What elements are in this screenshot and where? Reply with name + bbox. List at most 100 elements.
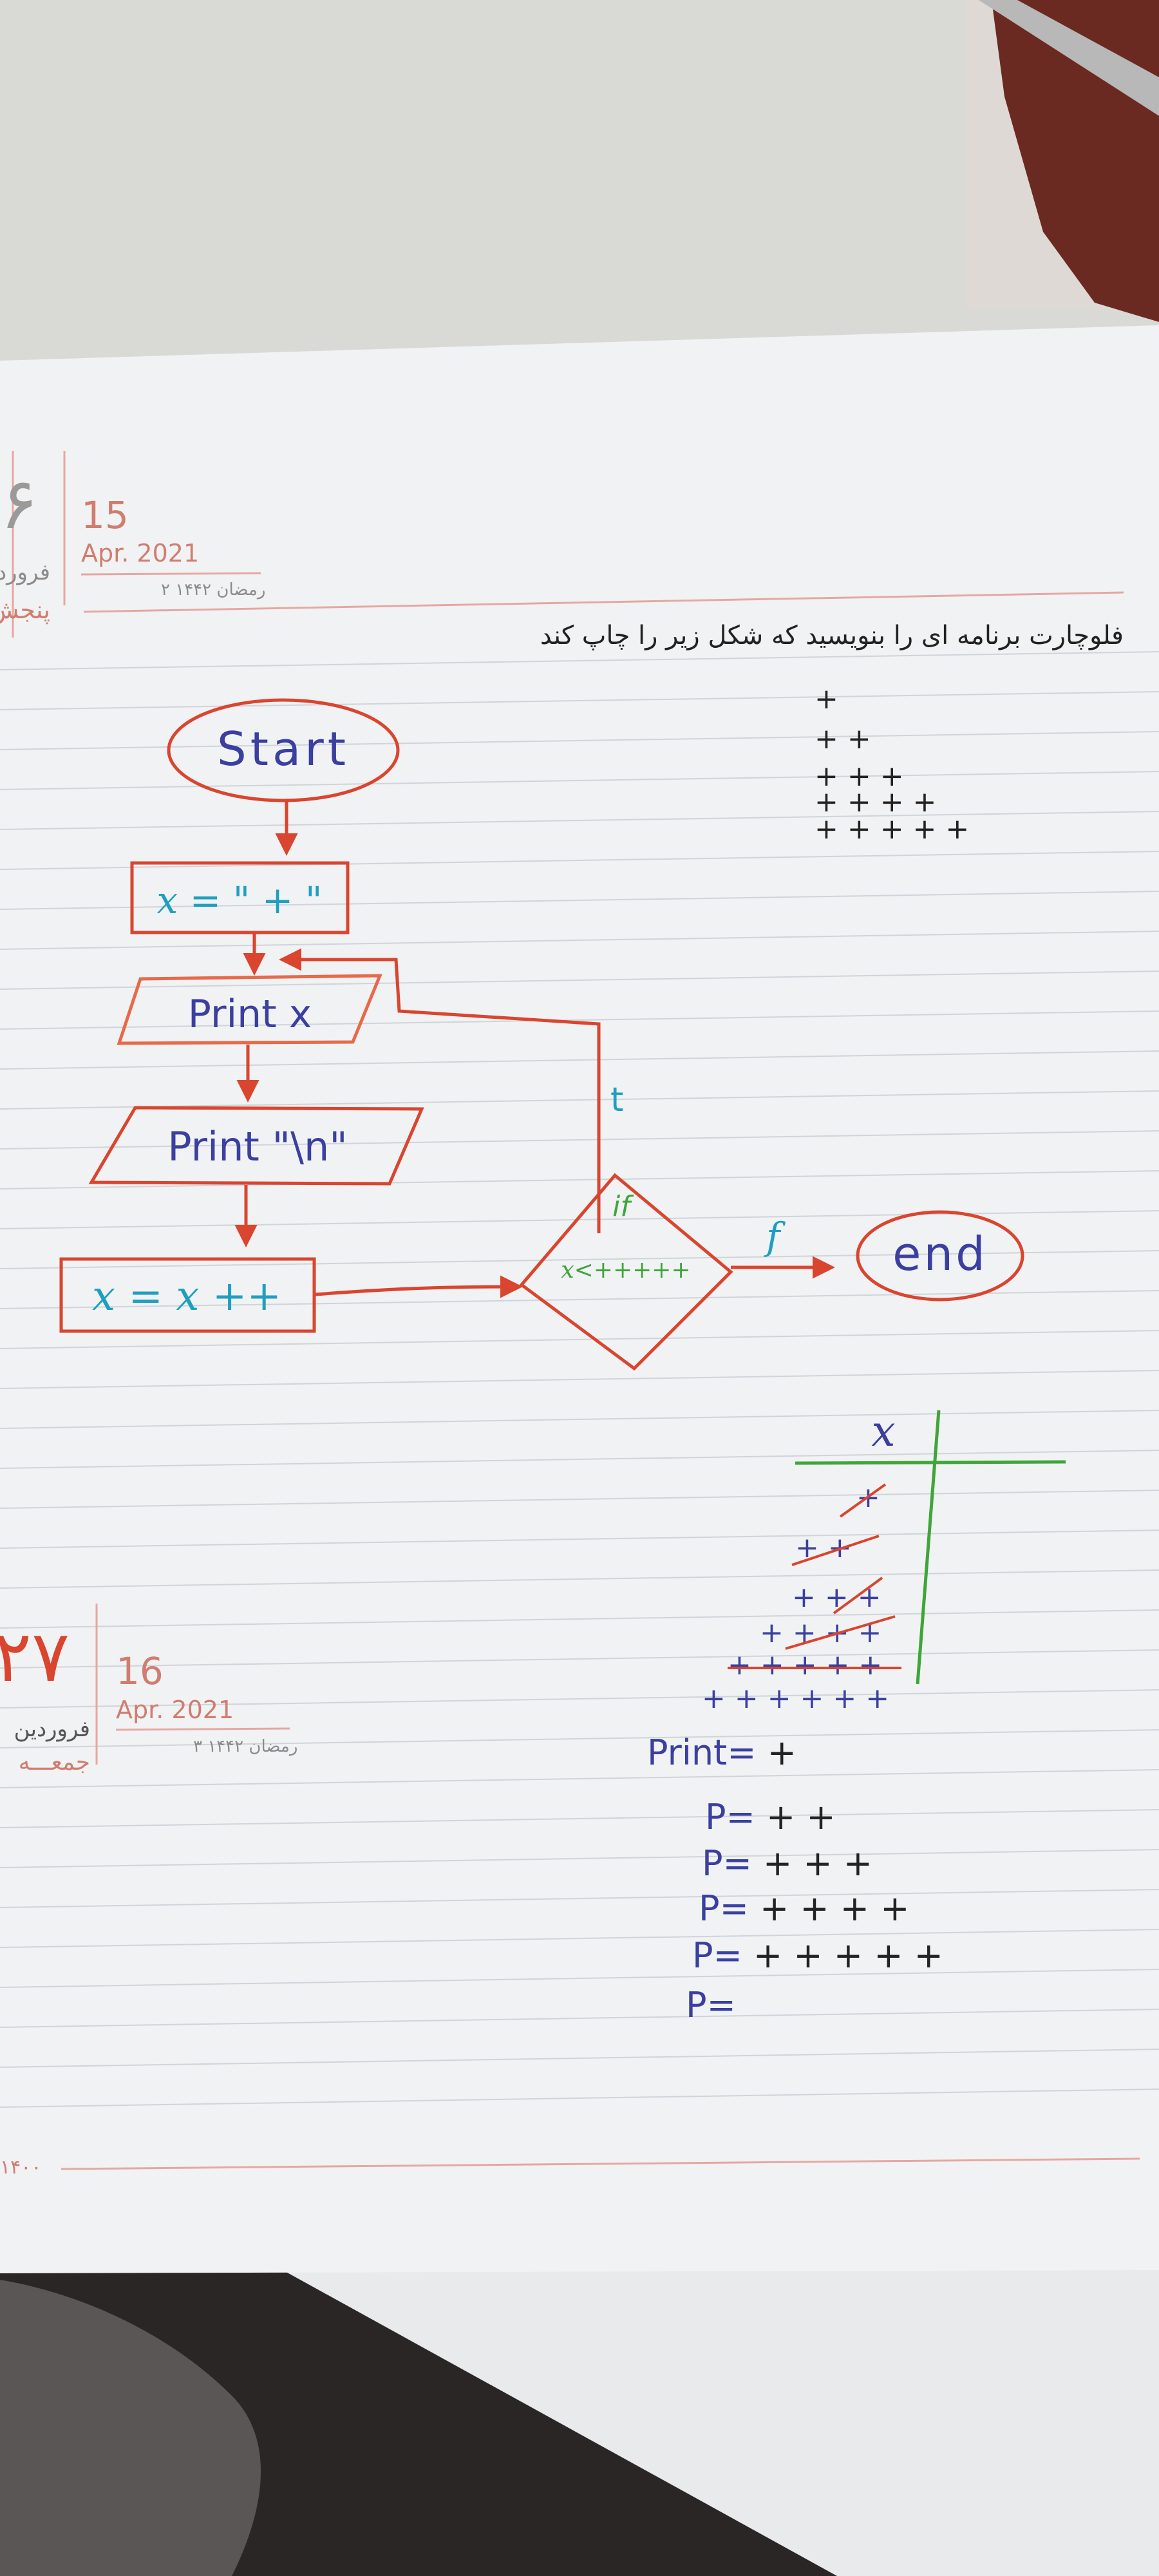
header-underline-2 — [115, 1727, 290, 1731]
ruled-line — [0, 1370, 1159, 1389]
weekday-fa-2: جمعـــه — [19, 1749, 90, 1776]
hijri-date-1: ۲ رمضان ۱۴۴۲ — [161, 580, 265, 600]
print-line: Print= + — [647, 1732, 796, 1773]
decision-diamond — [519, 1173, 733, 1371]
day-number-fa-1: ۶ — [0, 462, 38, 545]
ruled-line — [0, 1609, 1159, 1629]
ruled-line — [0, 1649, 1159, 1669]
trace-header: x — [871, 1406, 895, 1456]
loop-back-arrow — [279, 948, 601, 1233]
month-fa-2: فروردین — [14, 1716, 90, 1742]
trace-table-hline — [795, 1460, 1066, 1465]
ruled-line — [0, 851, 1159, 870]
true-branch-label: t — [610, 1081, 623, 1119]
end-label: end — [892, 1227, 988, 1281]
init-process — [130, 861, 350, 934]
ruled-line — [0, 1050, 1159, 1070]
header-rule-1 — [83, 591, 1124, 613]
decision-condition: x<+++++ — [561, 1257, 690, 1283]
footer-rule — [61, 2157, 1140, 2170]
metal-trim — [979, 0, 1159, 116]
day-number-fa-2: ۲۷ — [0, 1615, 70, 1698]
end-terminal — [856, 1210, 1024, 1302]
trace-rows: + + + + + + + + + + + + + + + + + + + + … — [702, 1481, 889, 1715]
ruled-line — [0, 1290, 1159, 1309]
ruled-lines — [0, 651, 1159, 2108]
arrow-increment-decision — [315, 1275, 523, 1298]
trace-row-6: + + + + + + — [702, 1682, 889, 1715]
print-outputs: Print= + P= + + P= + + + P= + + + + P= +… — [647, 1732, 943, 2025]
pattern-row-1: + — [815, 683, 838, 715]
trace-row-4: + + + + — [760, 1616, 881, 1649]
target-pattern: + + + + + + + + + + + + + + + — [815, 683, 969, 846]
ruled-line — [0, 1330, 1159, 1349]
output-row-2: P= + + + — [702, 1843, 872, 1884]
output-row-3: P= + + + + — [699, 1888, 909, 1929]
ruled-line — [0, 1170, 1159, 1189]
flowchart: Start x = " + " Print x Print "\n" x = x… — [59, 698, 1024, 1371]
trace-strikes — [728, 1483, 901, 1669]
trace-table: x + + + + + + + + + + + + + + + + + + + … — [702, 1406, 1066, 1715]
ruled-line — [0, 1929, 1159, 1948]
question-text: فلوچارت برنامه ای را بنویسید که شکل زیر … — [540, 621, 1124, 650]
print-x-io — [117, 974, 382, 1045]
ruled-line — [0, 1809, 1159, 1828]
month-label-1: Apr. 2021 — [81, 539, 199, 567]
year-footer: ۱۴۰۰ — [0, 2156, 41, 2179]
day-number-1: 15 — [81, 493, 129, 537]
start-label: Start — [217, 722, 350, 776]
increment-label: x = x ++ — [92, 1273, 281, 1320]
pattern-row-5: + + + + + — [815, 813, 969, 846]
hijri-date-2: ۳ رمضان ۱۴۴۲ — [193, 1737, 297, 1756]
ruled-line — [0, 811, 1159, 830]
pattern-row-2: + + — [815, 723, 871, 755]
increment-process — [59, 1257, 316, 1333]
ruled-line — [0, 1969, 1159, 1988]
print-newline-io — [88, 1106, 424, 1186]
ruled-line — [0, 1450, 1159, 1469]
output-row-4: P= + + + + + — [692, 1935, 943, 1976]
trace-row-3: + + + — [792, 1581, 881, 1614]
print-newline-label: Print "\n" — [167, 1123, 348, 1170]
output-row-5: P= — [686, 1985, 736, 2025]
knitted-fabric — [0, 2280, 261, 2576]
ruled-line — [0, 651, 1159, 670]
header-underline-1 — [80, 572, 261, 576]
ruled-line — [0, 1410, 1159, 1429]
ruled-line — [0, 731, 1159, 750]
ruled-line — [0, 971, 1159, 990]
ruled-line — [0, 1849, 1159, 1868]
ruled-line — [0, 1130, 1159, 1150]
ruled-line — [0, 691, 1159, 710]
ruled-line — [0, 1490, 1159, 1509]
ruled-line — [0, 771, 1159, 790]
pattern-row-4: + + + + — [815, 786, 936, 819]
ruled-line — [0, 2088, 1159, 2108]
trace-row-5: + + + + + — [728, 1649, 882, 1681]
ruled-line — [0, 1530, 1159, 1549]
ruled-line — [0, 1689, 1159, 1709]
month-fa-1: فرورد — [0, 560, 50, 585]
day-number-2: 16 — [116, 1649, 164, 1693]
ruled-line — [0, 2049, 1159, 2068]
page-underneath — [277, 2267, 1159, 2576]
trace-table-vline — [916, 1410, 941, 1685]
ruled-line — [0, 1569, 1159, 1589]
weekday-fa-1: پنجش — [0, 596, 50, 624]
ruled-line — [0, 931, 1159, 950]
ruled-line — [0, 1729, 1159, 1748]
ruled-line — [0, 1010, 1159, 1030]
init-label: x = " + " — [156, 878, 322, 922]
ruled-line — [0, 2009, 1159, 2028]
pattern-row-3: + + + — [815, 760, 904, 793]
print-x-label: Print x — [188, 992, 312, 1037]
ruled-line — [0, 1250, 1159, 1269]
ruled-line — [0, 1090, 1159, 1110]
month-label-2: Apr. 2021 — [116, 1696, 234, 1724]
ruled-line — [0, 891, 1159, 910]
ruled-line — [0, 1889, 1159, 1908]
start-terminal — [167, 698, 400, 802]
ruled-line — [0, 1769, 1159, 1788]
output-row-1: P= + + — [705, 1797, 836, 1837]
